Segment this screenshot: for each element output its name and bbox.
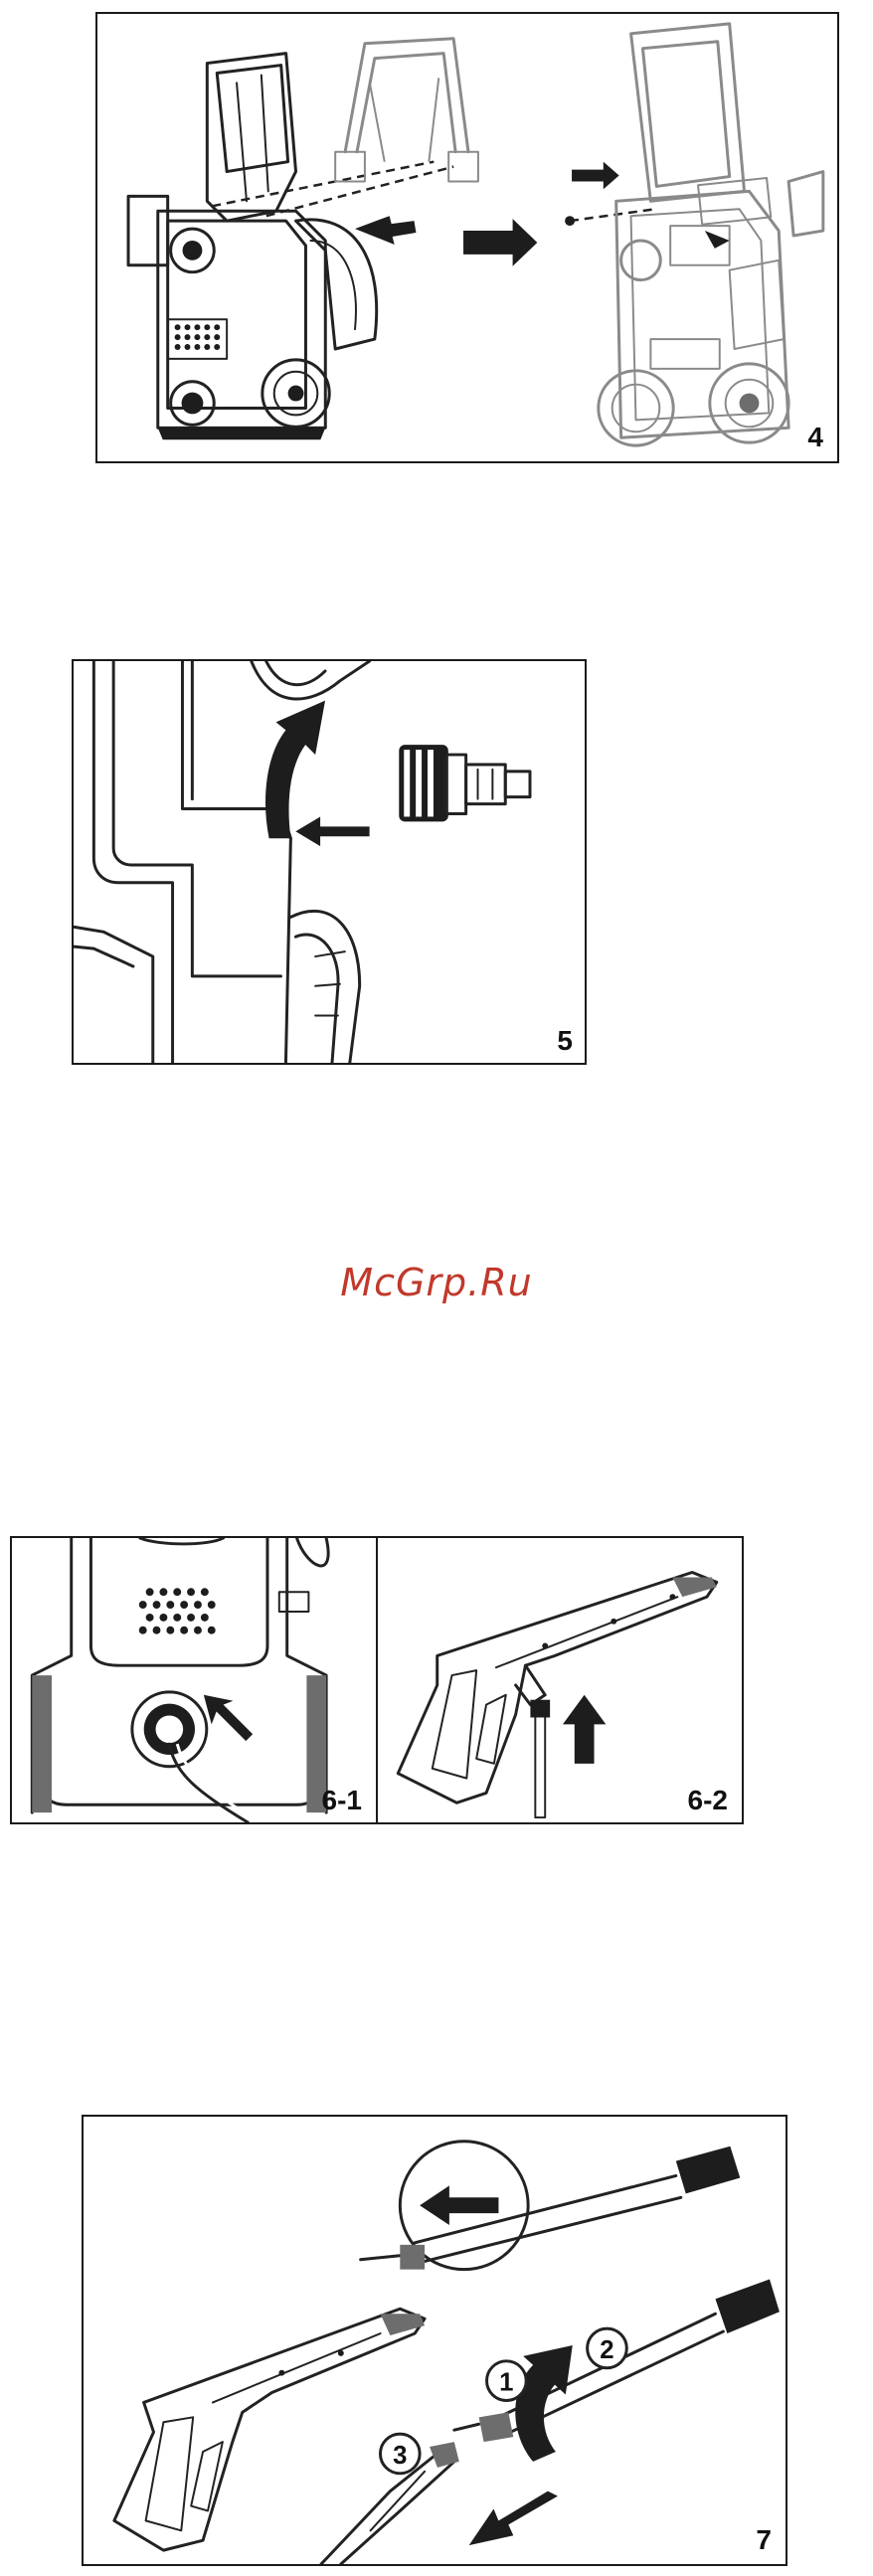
lance-attachment-illustration: 1 2 3 [84,2117,786,2564]
figure-label: 6-2 [688,1785,728,1816]
insert-arrow [563,1695,606,1764]
water-inlet-adapter [399,745,530,821]
figure-7-lance-attachment: 1 2 3 7 [82,2115,787,2566]
push-arrow [469,2491,558,2546]
lance-top [361,2147,741,2270]
step-marker-1: 1 [487,2361,527,2401]
spray-gun [114,2309,425,2550]
figure-label: 4 [807,422,823,453]
figure-label: 7 [756,2524,772,2556]
assembly-arrow-left [355,216,416,245]
figure-5-inlet-adapter: 5 [72,659,587,1065]
hose-connection-illustration [12,1538,376,1822]
hose-end [530,1700,550,1817]
spray-gun [398,1573,717,1803]
rotate-arrow [515,2345,572,2462]
step-marker-3: 3 [380,2434,420,2474]
detached-handle [335,39,478,182]
watermark-text: McGrp.Ru [0,1261,873,1304]
figure-label: 5 [557,1025,573,1057]
inlet-adapter-illustration [74,661,585,1063]
svg-text:3: 3 [393,2442,407,2470]
step-marker-2: 2 [588,2328,627,2368]
machine-side-panel [75,661,370,1063]
connect-arrow [204,1695,253,1741]
figure-6-2-gun-hose-connection: 6-2 [376,1536,744,1824]
rotate-arrow [265,701,325,839]
svg-text:2: 2 [600,2336,613,2364]
machine-front [32,1538,328,1822]
figure-6-1-hose-connection: 6-1 [10,1536,378,1824]
push-arrow [295,816,369,846]
figure-label: 6-1 [322,1785,362,1816]
pressure-washer-body-right [599,24,823,445]
assembly-arrow-right [463,219,537,266]
gun-hose-illustration [378,1538,742,1822]
assembly-arrow-small [572,162,619,190]
handle-assembly-illustration [97,14,837,461]
figure-4-handle-assembly: 4 [95,12,839,463]
pressure-washer-body-left [128,54,377,440]
svg-text:1: 1 [499,2369,513,2397]
